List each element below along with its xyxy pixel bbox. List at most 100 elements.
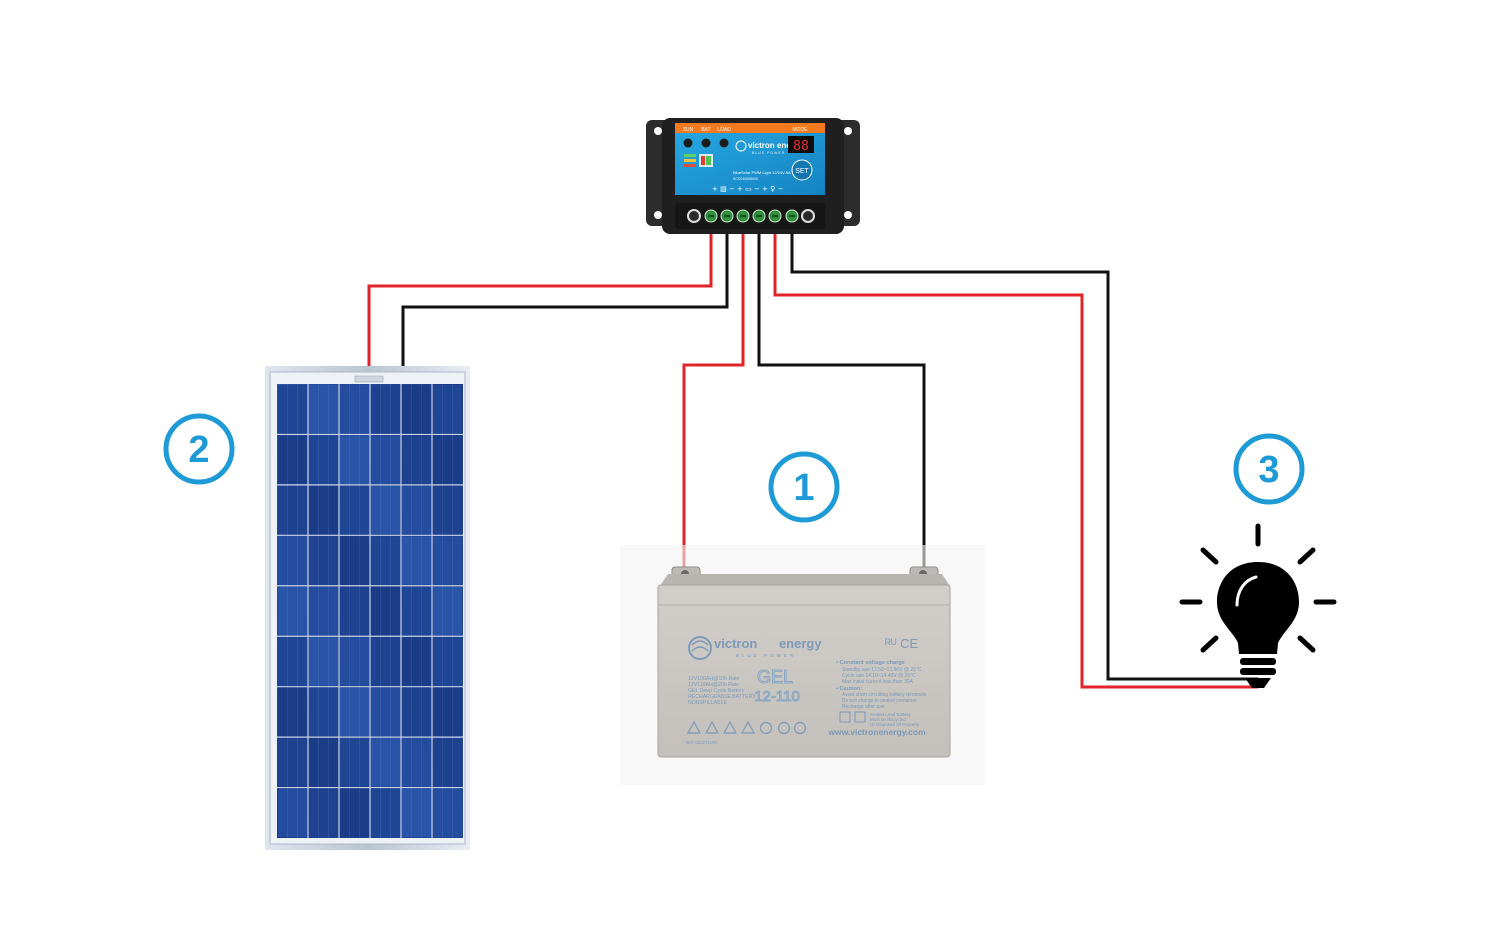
controller-part: SCC010005000	[733, 177, 758, 181]
solar-cell	[340, 536, 369, 585]
caution-line: Avoid short circuiting battery terminals	[842, 692, 927, 698]
charge-controller: SUN BAT LOAD MODE victron energy BLUE PO…	[646, 118, 860, 234]
solar-cell	[340, 687, 369, 737]
wiring	[367, 226, 1258, 689]
panel-positive-wire	[367, 226, 713, 378]
solar-cell	[433, 788, 462, 837]
solar-cell	[309, 536, 338, 585]
recycle-icon	[839, 711, 851, 723]
recycle-line: Sealed Lead Battery	[870, 712, 912, 717]
solar-cell	[433, 687, 462, 737]
solar-cell	[371, 738, 400, 787]
panel-cells	[277, 384, 463, 838]
bulb-ray	[1297, 635, 1316, 653]
solar-cell	[309, 435, 338, 484]
badge-1-number: 1	[793, 467, 814, 509]
controller-tagline: BLUE POWER	[752, 151, 785, 155]
bulb-base-ring	[1240, 658, 1276, 665]
solar-cell	[433, 738, 462, 787]
solar-cell	[402, 687, 431, 737]
controller-orange-band	[675, 123, 825, 133]
screw-hole-left	[687, 209, 701, 223]
prohibition-icon	[793, 721, 807, 735]
recycle-line: Must be Recycled	[870, 717, 906, 722]
controller-terminals	[704, 209, 799, 223]
panel-negative-wire	[401, 226, 729, 380]
solar-cell	[278, 385, 307, 434]
bulb-glass	[1217, 562, 1299, 654]
charge-line: Max initial current less than 30A	[842, 679, 914, 685]
set-button-label: SET	[795, 168, 809, 175]
battery-serial: BAT412101100	[686, 740, 717, 745]
battery-website: www.victronenergy.com	[827, 727, 926, 737]
junction-tab	[354, 375, 384, 383]
battery-spec-line: 12V110AH@20h Rate	[688, 682, 739, 688]
solar-panel	[265, 366, 470, 850]
svg-text:+ ▨ − + ▭ − + ♀ −: + ▨ − + ▭ − + ♀ −	[712, 185, 783, 193]
solar-cell	[433, 385, 462, 434]
solar-cell	[340, 435, 369, 484]
sun-led	[683, 138, 693, 148]
battery-cert: ᴿᵁ CE	[885, 636, 918, 651]
controller-model: BlueSolar PWM Light 12/24V-5A	[733, 170, 791, 175]
solar-cell	[340, 485, 369, 535]
bulb-tip	[1245, 678, 1271, 688]
solar-cell	[371, 385, 400, 434]
solar-cell	[402, 586, 431, 636]
warning-triangle-icon	[740, 720, 756, 734]
solar-cell	[278, 536, 307, 585]
solar-cell	[340, 586, 369, 636]
bat-led	[701, 138, 711, 148]
badge-1: 1	[768, 451, 840, 523]
battery-logo-icon	[688, 636, 712, 660]
gel-battery: victron energy BLUE POWER GEL 12-110 12V…	[620, 545, 985, 785]
caution-line: Recharge after use	[842, 704, 885, 710]
solar-cell	[371, 536, 400, 585]
solar-cell	[371, 586, 400, 636]
solar-cell	[278, 586, 307, 636]
solar-cell	[433, 637, 462, 686]
charge-line: Standby use 13.50~13.80V @ 25°C	[842, 667, 922, 673]
indicator-label-bat: BAT	[701, 127, 710, 133]
badge-2: 2	[163, 413, 235, 485]
battery-brand: victron energy	[714, 636, 822, 651]
battery-chemistry: GEL	[757, 667, 793, 687]
solar-cell	[402, 637, 431, 686]
solar-cell	[433, 586, 462, 636]
battery-spec-line: NONSPILLABLE	[688, 700, 727, 706]
solar-cell	[371, 687, 400, 737]
solar-cell	[278, 435, 307, 484]
solar-cell	[371, 485, 400, 535]
solar-cell	[402, 738, 431, 787]
solar-cell	[309, 687, 338, 737]
solar-cell	[340, 738, 369, 787]
warning-triangle-icon	[704, 720, 720, 734]
solar-cell	[309, 637, 338, 686]
solar-cell	[309, 586, 338, 636]
solar-cell	[278, 788, 307, 837]
solar-cell	[433, 485, 462, 535]
prohibition-icon	[777, 721, 791, 735]
indicator-label-sun: SUN	[683, 127, 694, 133]
battery-spec-line: 12V100AH@10h Rate	[688, 676, 740, 682]
bulb-base-ring	[1240, 668, 1276, 675]
solar-cell	[371, 637, 400, 686]
mode-label: MODE	[793, 127, 809, 133]
charge-title: • Constant voltage charge	[836, 660, 905, 666]
battery-lid	[660, 574, 950, 586]
controller-brand: victron energy	[748, 141, 804, 150]
battery-tagline: BLUE POWER	[736, 653, 796, 658]
set-button[interactable]	[791, 159, 813, 181]
solar-cell	[402, 536, 431, 585]
battery-spec-line: RECHARGEABLE BATTERY	[688, 694, 756, 700]
warning-icons	[686, 720, 807, 735]
terminal-block	[675, 203, 825, 229]
bulb-ray	[1200, 547, 1219, 565]
badge-3: 3	[1233, 433, 1305, 505]
solar-cell	[340, 788, 369, 837]
solar-cell	[278, 485, 307, 535]
solar-cell	[371, 435, 400, 484]
solar-cell	[278, 637, 307, 686]
battery-negative-wire	[757, 226, 926, 570]
caution-line: Do not charge in sealed container	[842, 698, 917, 704]
